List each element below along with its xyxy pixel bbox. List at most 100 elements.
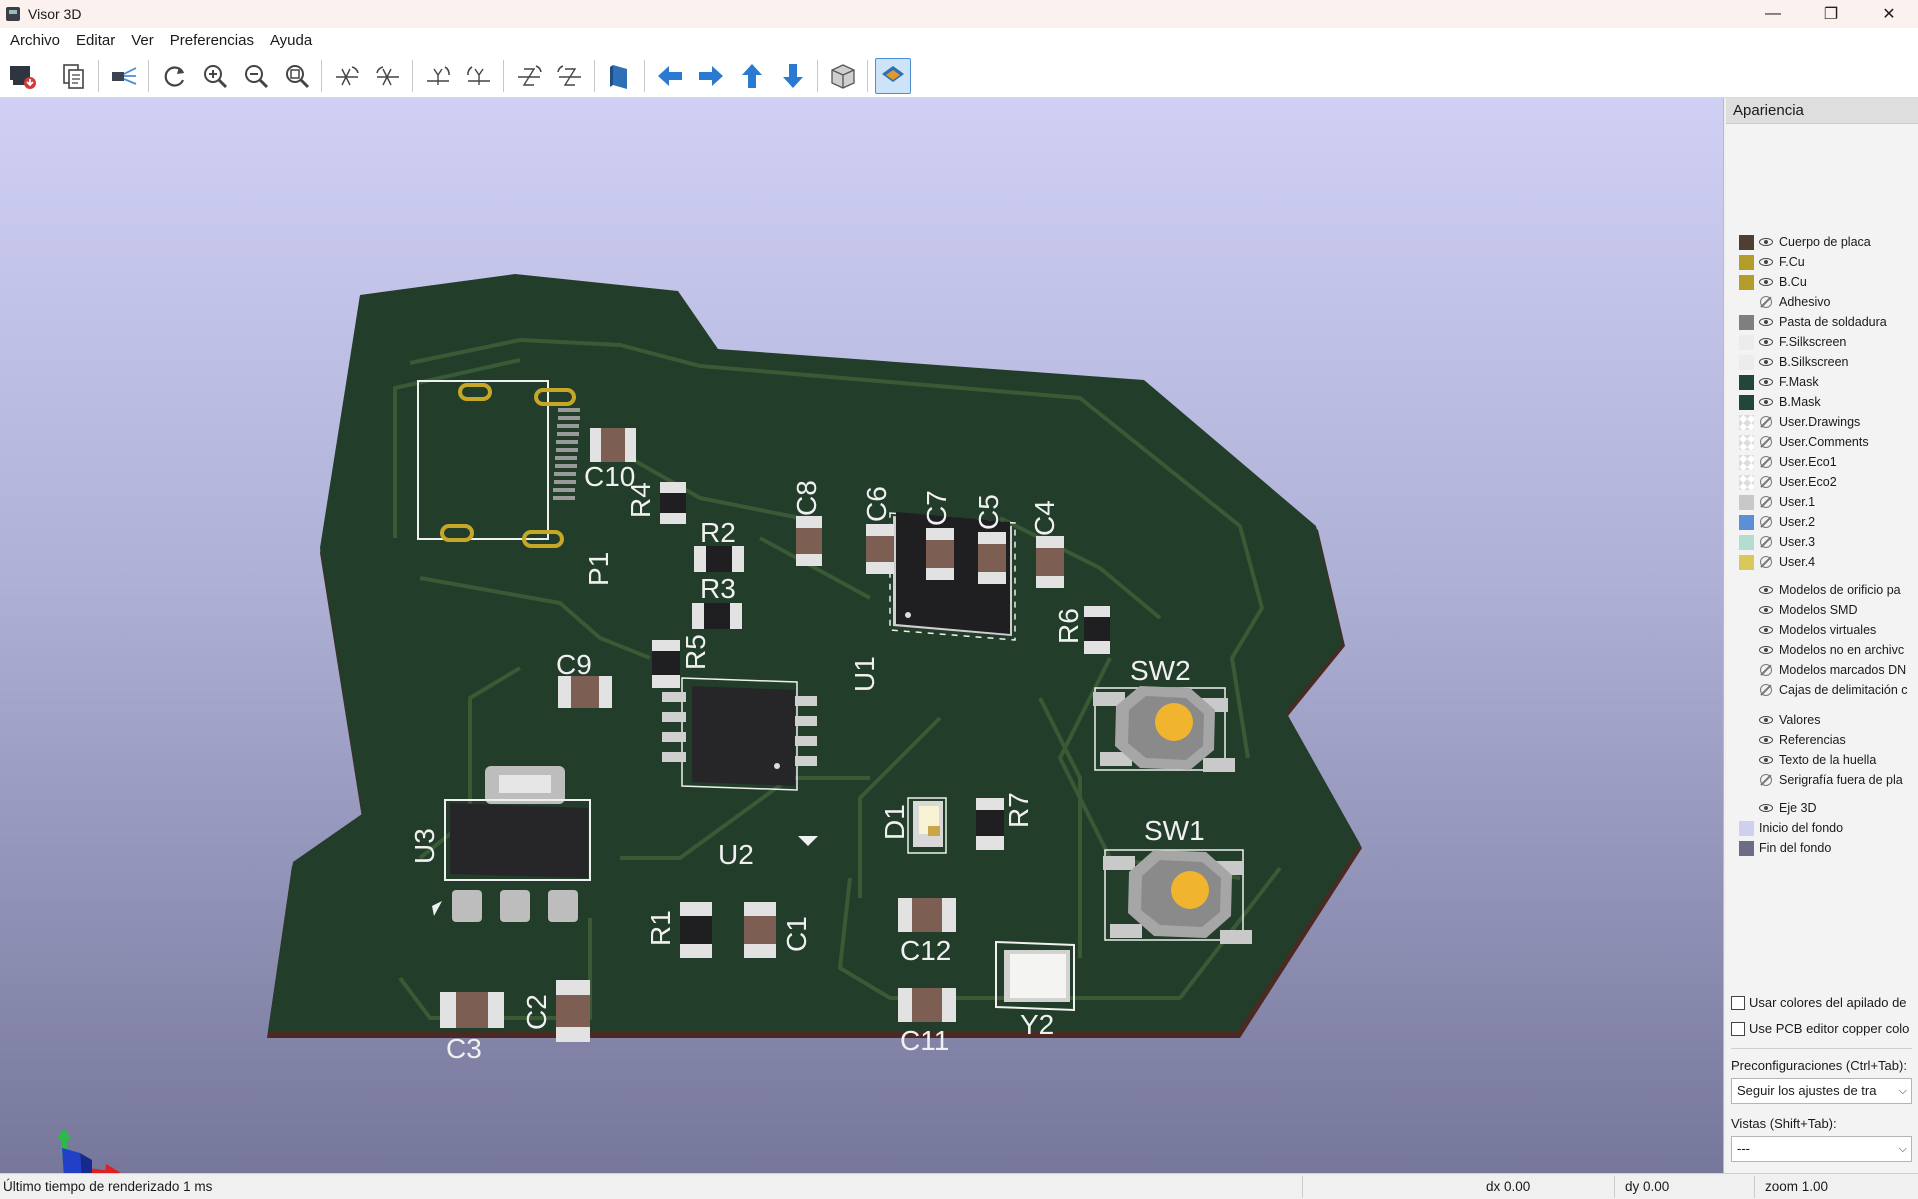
flip-board-button[interactable] [602, 58, 638, 94]
hidden-icon[interactable] [1759, 435, 1773, 449]
eye-icon[interactable] [1759, 643, 1773, 657]
layer-row-fin-del-fondo[interactable]: Fin del fondo [1726, 838, 1918, 858]
menu-preferencias[interactable]: Preferencias [169, 32, 254, 49]
layer-row-b-mask[interactable]: B.Mask [1726, 392, 1918, 412]
layer-row-user-1[interactable]: User.1 [1726, 492, 1918, 512]
rotate-x-ccw-button[interactable] [370, 58, 406, 94]
color-swatch[interactable] [1739, 374, 1754, 390]
layer-row-modelos-virtuales[interactable]: Modelos virtuales [1726, 620, 1918, 640]
maximize-button[interactable]: ❐ [1823, 6, 1839, 23]
color-swatch[interactable] [1739, 474, 1754, 490]
color-swatch[interactable] [1739, 334, 1754, 350]
color-swatch[interactable] [1739, 840, 1754, 856]
hidden-icon[interactable] [1759, 295, 1773, 309]
layer-row-f-mask[interactable]: F.Mask [1726, 372, 1918, 392]
hidden-icon[interactable] [1759, 683, 1773, 697]
reload-button[interactable] [156, 58, 192, 94]
color-swatch[interactable] [1739, 494, 1754, 510]
rotate-z-cw-button[interactable] [511, 58, 547, 94]
color-swatch[interactable] [1739, 554, 1754, 570]
color-swatch[interactable] [1739, 274, 1754, 290]
eye-icon[interactable] [1759, 801, 1773, 815]
layer-row-user-2[interactable]: User.2 [1726, 512, 1918, 532]
color-swatch[interactable] [1739, 434, 1754, 450]
checkbox-icon[interactable] [1731, 995, 1745, 1010]
minimize-button[interactable]: — [1765, 5, 1781, 22]
menu-ver[interactable]: Ver [131, 32, 154, 49]
color-swatch[interactable] [1739, 514, 1754, 530]
eye-icon[interactable] [1759, 733, 1773, 747]
layer-row-serigraf-a-fuera-de-pla[interactable]: Serigrafía fuera de pla [1726, 770, 1918, 790]
layer-row-f-cu[interactable]: F.Cu [1726, 252, 1918, 272]
color-swatch[interactable] [1739, 254, 1754, 270]
hidden-icon[interactable] [1759, 535, 1773, 549]
eye-icon[interactable] [1759, 583, 1773, 597]
copy-clipboard-button[interactable] [56, 58, 92, 94]
layer-row-b-silkscreen[interactable]: B.Silkscreen [1726, 352, 1918, 372]
hidden-icon[interactable] [1759, 495, 1773, 509]
views-select[interactable]: --- ⌵ [1731, 1136, 1912, 1162]
render-raytracing-button[interactable] [4, 58, 40, 94]
layer-row-f-silkscreen[interactable]: F.Silkscreen [1726, 332, 1918, 352]
eye-icon[interactable] [1759, 355, 1773, 369]
eye-icon[interactable] [1759, 753, 1773, 767]
menu-ayuda[interactable]: Ayuda [269, 32, 313, 49]
layer-row-user-comments[interactable]: User.Comments [1726, 432, 1918, 452]
appearance-toggle-button[interactable] [875, 58, 911, 94]
layer-row-b-cu[interactable]: B.Cu [1726, 272, 1918, 292]
hidden-icon[interactable] [1759, 475, 1773, 489]
layer-row-valores[interactable]: Valores [1726, 710, 1918, 730]
eye-icon[interactable] [1759, 395, 1773, 409]
hidden-icon[interactable] [1759, 663, 1773, 677]
hidden-icon[interactable] [1759, 515, 1773, 529]
3d-viewport[interactable]: C10 R4 R2 R3 R5 P1 C9 C8 C6 C7 C5 C4 R6 … [0, 98, 1724, 1173]
eye-icon[interactable] [1759, 255, 1773, 269]
eye-icon[interactable] [1759, 375, 1773, 389]
layer-row-cajas-de-delimitaci-n-c[interactable]: Cajas de delimitación c [1726, 680, 1918, 700]
menu-editar[interactable]: Editar [76, 32, 116, 49]
hidden-icon[interactable] [1759, 555, 1773, 569]
layer-row-eje-3d[interactable]: Eje 3D [1726, 798, 1918, 818]
color-swatch[interactable] [1739, 354, 1754, 370]
layer-row-modelos-marcados-dn[interactable]: Modelos marcados DN [1726, 660, 1918, 680]
layer-row-referencias[interactable]: Referencias [1726, 730, 1918, 750]
color-swatch[interactable] [1739, 394, 1754, 410]
eye-icon[interactable] [1759, 603, 1773, 617]
eye-icon[interactable] [1759, 275, 1773, 289]
checkbox-icon[interactable] [1731, 1021, 1745, 1036]
presets-select[interactable]: Seguir los ajustes de tra ⌵ [1731, 1078, 1912, 1104]
eye-icon[interactable] [1759, 335, 1773, 349]
layer-row-user-3[interactable]: User.3 [1726, 532, 1918, 552]
layer-row-user-4[interactable]: User.4 [1726, 552, 1918, 572]
color-swatch[interactable] [1739, 314, 1754, 330]
stackup-colors-checkbox[interactable]: Usar colores del apilado de [1731, 995, 1918, 1010]
eye-icon[interactable] [1759, 623, 1773, 637]
hidden-icon[interactable] [1759, 415, 1773, 429]
hidden-icon[interactable] [1759, 773, 1773, 787]
pan-left-button[interactable] [652, 58, 688, 94]
layer-row-cuerpo-de-placa[interactable]: Cuerpo de placa [1726, 232, 1918, 252]
color-swatch[interactable] [1739, 820, 1754, 836]
pan-down-button[interactable] [775, 58, 811, 94]
zoom-out-button[interactable] [238, 58, 274, 94]
layer-row-user-drawings[interactable]: User.Drawings [1726, 412, 1918, 432]
rotate-x-cw-button[interactable] [329, 58, 365, 94]
eye-icon[interactable] [1759, 315, 1773, 329]
layer-row-adhesivo[interactable]: Adhesivo [1726, 292, 1918, 312]
layer-row-pasta-de-soldadura[interactable]: Pasta de soldadura [1726, 312, 1918, 332]
eye-icon[interactable] [1759, 713, 1773, 727]
orthographic-button[interactable] [825, 58, 861, 94]
rotate-z-ccw-button[interactable] [552, 58, 588, 94]
rotate-y-cw-button[interactable] [420, 58, 456, 94]
layer-row-user-eco2[interactable]: User.Eco2 [1726, 472, 1918, 492]
copper-colors-checkbox[interactable]: Use PCB editor copper colo [1731, 1021, 1918, 1036]
color-swatch[interactable] [1739, 234, 1754, 250]
color-swatch[interactable] [1739, 534, 1754, 550]
layer-row-texto-de-la-huella[interactable]: Texto de la huella [1726, 750, 1918, 770]
layer-row-inicio-del-fondo[interactable]: Inicio del fondo [1726, 818, 1918, 838]
zoom-fit-button[interactable] [279, 58, 315, 94]
render-options-button[interactable] [106, 58, 142, 94]
eye-icon[interactable] [1759, 235, 1773, 249]
layer-row-modelos-smd[interactable]: Modelos SMD [1726, 600, 1918, 620]
pan-up-button[interactable] [734, 58, 770, 94]
